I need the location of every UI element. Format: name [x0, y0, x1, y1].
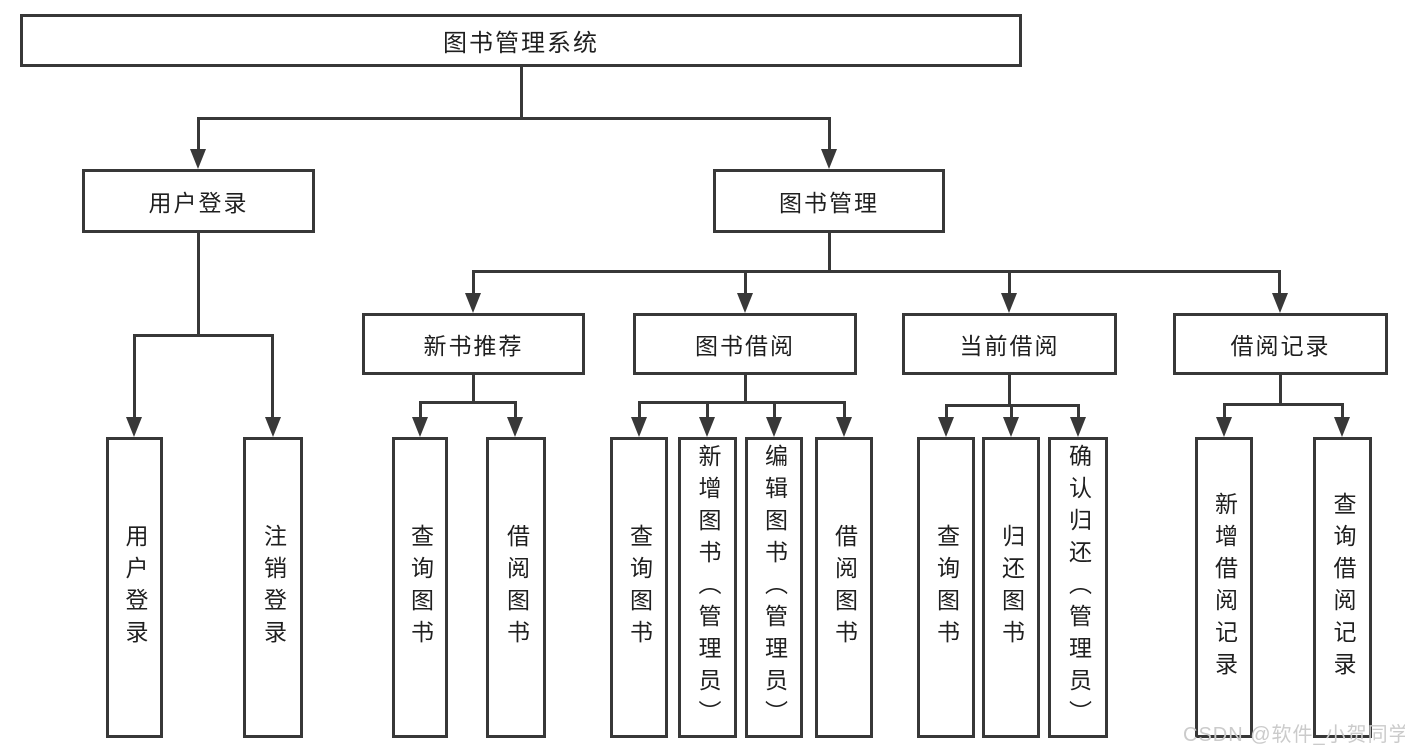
leaf-user-login: 用户登录	[106, 437, 163, 738]
arrowhead-bb-add	[699, 417, 715, 437]
node-label: 编辑图书（管理员）	[761, 443, 788, 732]
arrowhead-cb-query	[938, 417, 954, 437]
arrowhead-book-borrow	[737, 293, 753, 313]
node-label: 查询图书	[626, 523, 653, 652]
connector-bb-trunk	[744, 375, 747, 403]
connector-stub-leaf-user-login	[133, 334, 136, 417]
connector-stub-bb-add	[706, 401, 709, 417]
leaf-bb-add-books-admin: 新增图书（管理员）	[678, 437, 737, 738]
arrowhead-rec-borrow	[507, 417, 523, 437]
connector-cb-trunk	[1008, 375, 1011, 406]
node-label: 图书管理系统	[443, 30, 599, 57]
leaf-br-add-record: 新增借阅记录	[1195, 437, 1253, 738]
leaf-cb-query-books: 查询图书	[917, 437, 975, 738]
connector-stub-book-mgmt	[828, 117, 831, 150]
node-library-management-system: 图书管理系统	[20, 14, 1022, 67]
node-label: 查询借阅记录	[1330, 491, 1356, 684]
node-label: 新书推荐	[423, 333, 524, 359]
connector-stub-br-add	[1223, 403, 1226, 417]
node-label: 用户登录	[148, 190, 249, 216]
connector-stub-cb-return	[1010, 404, 1013, 417]
arrowhead-cb-return	[1003, 417, 1019, 437]
node-current-borrowing: 当前借阅	[902, 313, 1117, 375]
connector-user-login-horizontal	[133, 334, 274, 337]
arrowhead-current-borrow	[1001, 293, 1017, 313]
leaf-bb-edit-books-admin: 编辑图书（管理员）	[745, 437, 803, 738]
arrowhead-cb-confirm	[1070, 417, 1086, 437]
node-label: 借阅记录	[1230, 333, 1331, 359]
node-borrowing-records: 借阅记录	[1173, 313, 1388, 375]
node-label: 新增借阅记录	[1211, 491, 1238, 684]
arrowhead-bb-borrow	[836, 417, 852, 437]
node-label: 注销登录	[260, 523, 287, 652]
connector-stub-bb-edit	[773, 401, 776, 417]
connector-root-trunk	[520, 66, 523, 119]
node-user-login: 用户登录	[82, 169, 315, 233]
node-label: 新增图书（管理员）	[695, 443, 721, 732]
arrowhead-book-mgmt	[821, 149, 837, 169]
node-label: 确认归还（管理员）	[1065, 443, 1092, 732]
connector-level2-horizontal	[197, 117, 831, 120]
node-label: 借阅图书	[831, 523, 858, 652]
node-label: 图书借阅	[695, 333, 795, 359]
arrowhead-br-add	[1216, 417, 1232, 437]
node-new-book-recommendation: 新书推荐	[362, 313, 585, 375]
arrowhead-borrow-record	[1272, 293, 1288, 313]
node-label: 查询图书	[933, 523, 960, 652]
leaf-cb-return-books: 归还图书	[982, 437, 1040, 738]
node-label: 查询图书	[407, 523, 434, 652]
leaf-cb-confirm-return-admin: 确认归还（管理员）	[1048, 437, 1108, 738]
connector-stub-borrow-record	[1278, 270, 1281, 294]
arrowhead-user-login	[190, 149, 206, 169]
connector-bb-horizontal	[638, 401, 845, 404]
connector-stub-leaf-logout	[271, 334, 274, 417]
node-label: 归还图书	[998, 523, 1025, 652]
arrowhead-leaf-logout	[265, 417, 281, 437]
arrowhead-rec-query	[412, 417, 428, 437]
leaf-rec-query-books: 查询图书	[392, 437, 448, 738]
node-label: 用户登录	[122, 523, 148, 652]
leaf-br-query-record: 查询借阅记录	[1313, 437, 1372, 738]
connector-stub-bb-query	[638, 401, 641, 417]
leaf-bb-borrow-books: 借阅图书	[815, 437, 873, 738]
connector-stub-book-borrow	[744, 270, 747, 294]
leaf-rec-borrow-books: 借阅图书	[486, 437, 546, 738]
arrowhead-br-query	[1334, 417, 1350, 437]
connector-br-horizontal	[1223, 403, 1343, 406]
connector-stub-current-borrow	[1008, 270, 1011, 294]
connector-stub-user-login	[197, 117, 200, 150]
connector-stub-rec-borrow	[514, 401, 517, 417]
connector-stub-rec-query	[419, 401, 422, 417]
node-label: 借阅图书	[503, 523, 530, 652]
node-label: 当前借阅	[959, 333, 1060, 359]
connector-level3-horizontal	[472, 270, 1281, 273]
arrowhead-bb-query	[631, 417, 647, 437]
csdn-watermark: CSDN @软件_小贺同学	[1183, 724, 1405, 746]
arrowhead-leaf-user-login	[126, 417, 142, 437]
connector-stub-bb-borrow	[843, 401, 846, 417]
connector-user-login-trunk	[197, 233, 200, 336]
node-book-borrowing: 图书借阅	[633, 313, 857, 375]
leaf-logout: 注销登录	[243, 437, 303, 738]
connector-br-trunk	[1279, 375, 1282, 405]
connector-stub-br-query	[1341, 403, 1344, 417]
connector-stub-cb-confirm	[1077, 404, 1080, 417]
arrowhead-bb-edit	[766, 417, 782, 437]
connector-stub-new-book-rec	[472, 270, 475, 294]
arrowhead-new-book-rec	[465, 293, 481, 313]
node-label: 图书管理	[779, 190, 879, 216]
leaf-bb-query-books: 查询图书	[610, 437, 668, 738]
connector-rec-trunk	[472, 375, 475, 403]
connector-stub-cb-query	[945, 404, 948, 417]
node-book-management: 图书管理	[713, 169, 945, 233]
connector-book-mgmt-trunk	[828, 233, 831, 272]
connector-rec-horizontal	[419, 401, 517, 404]
